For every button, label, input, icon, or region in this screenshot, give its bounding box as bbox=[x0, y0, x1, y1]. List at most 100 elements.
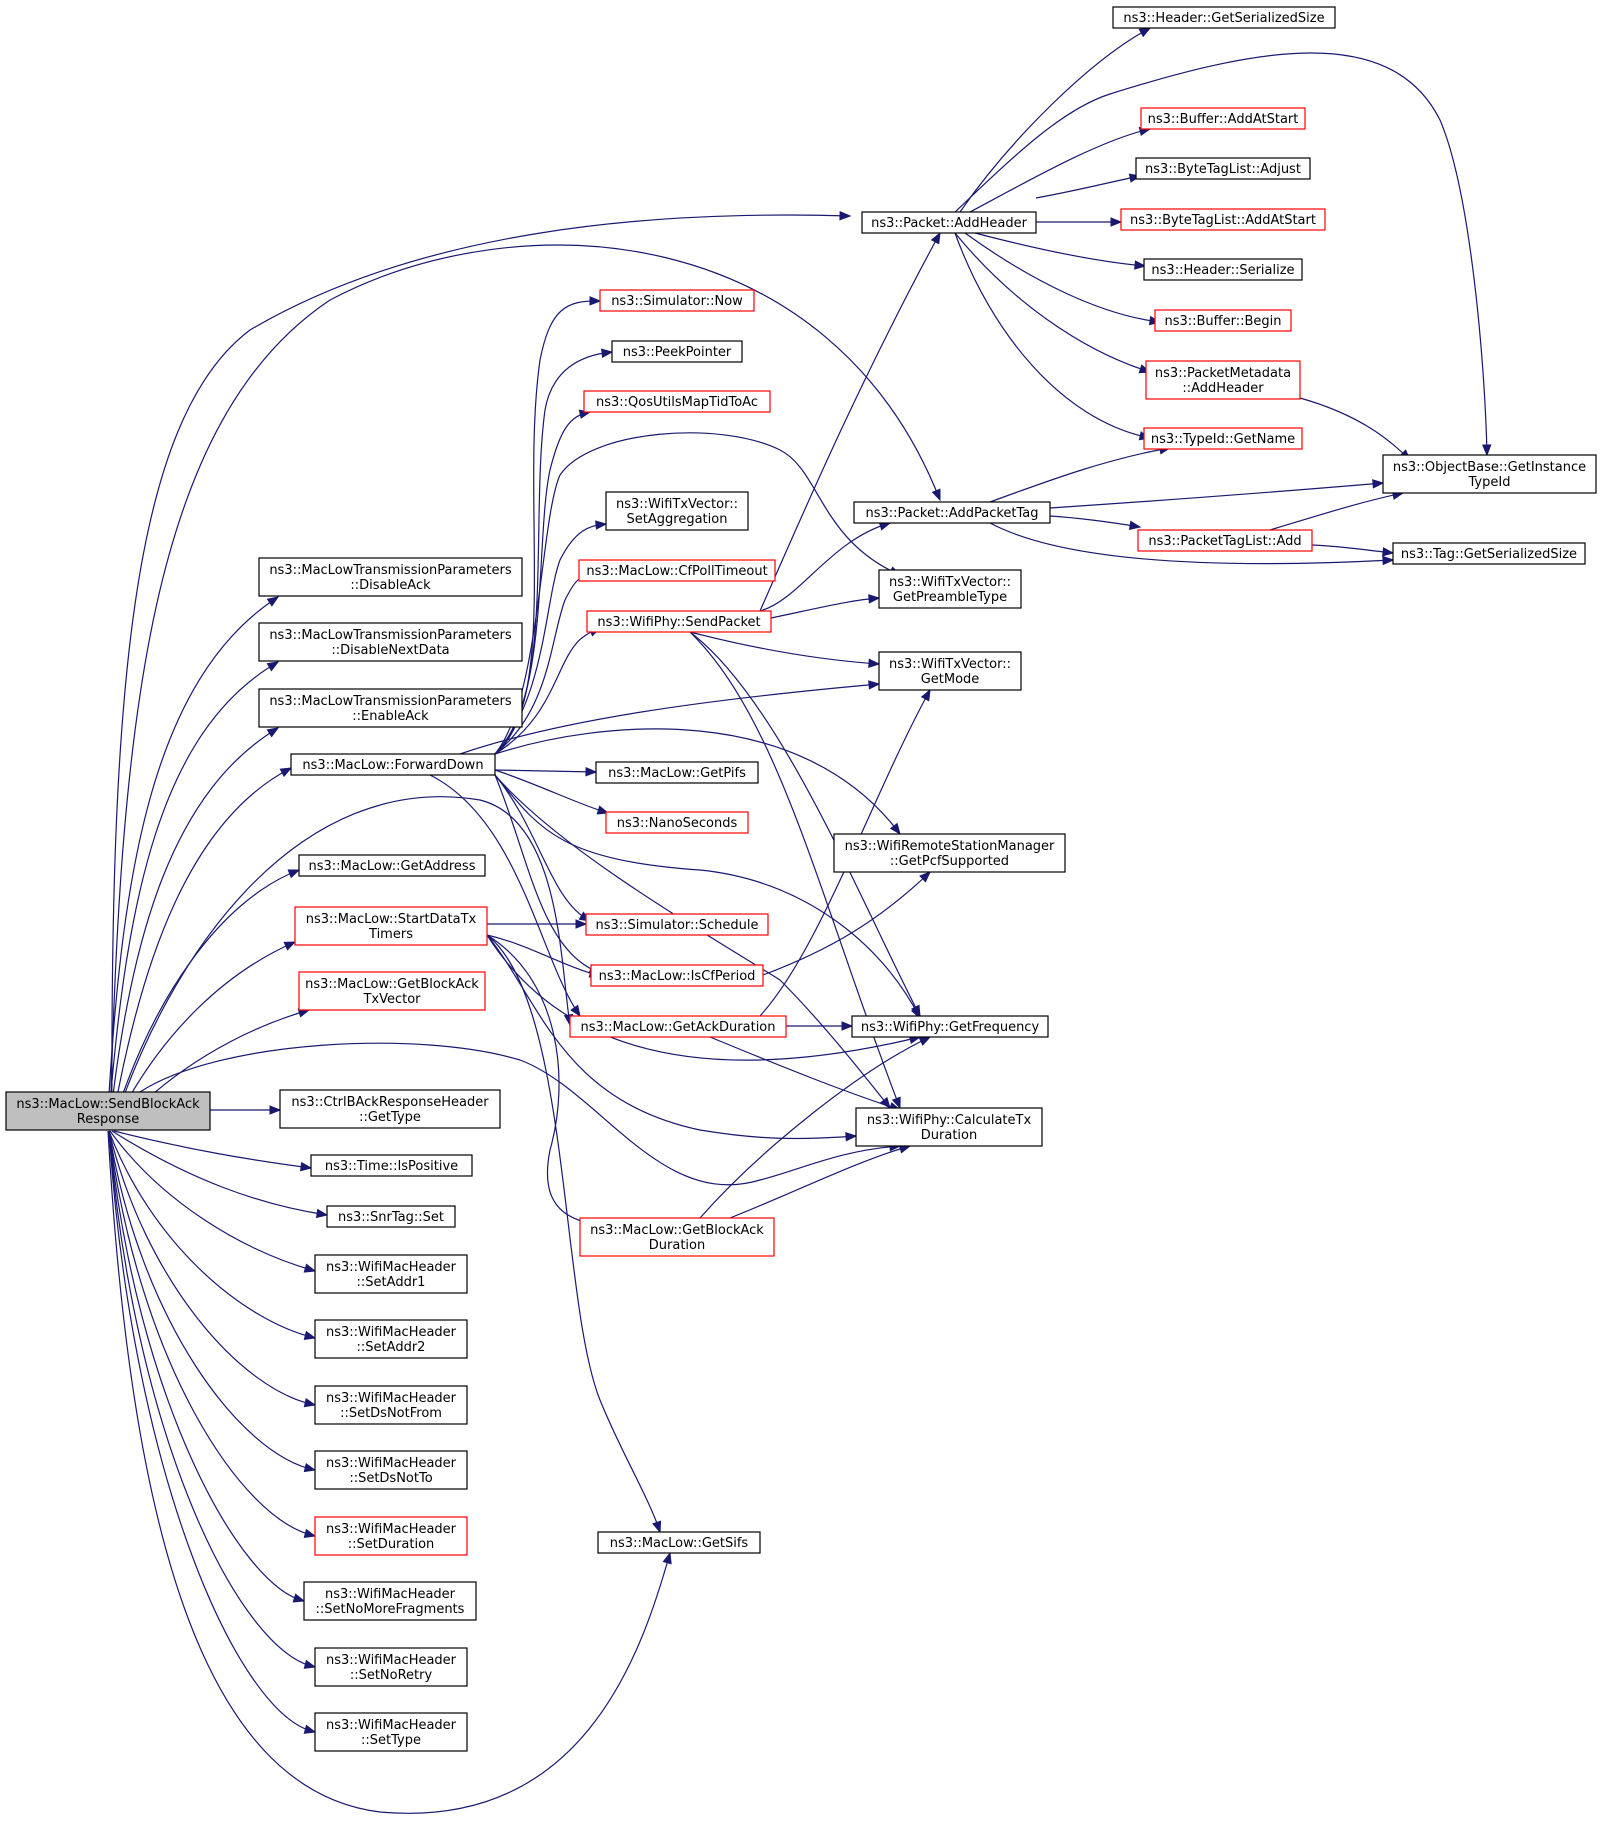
node-getmode[interactable]: ns3::WifiTxVector::GetMode bbox=[878, 651, 1022, 691]
node-setnomorefragments[interactable]: ns3::WifiMacHeader::SetNoMoreFragments bbox=[303, 1581, 477, 1621]
node-getfrequency[interactable]: ns3::WifiPhy::GetFrequency bbox=[851, 1015, 1049, 1038]
edge-forwarddown-to-getpcfsupported bbox=[494, 728, 901, 836]
node-ispositive[interactable]: ns3::Time::IsPositive bbox=[310, 1154, 473, 1177]
node-disablenextdata[interactable]: ns3::MacLowTransmissionParameters::Disab… bbox=[258, 622, 523, 662]
edge-line bbox=[954, 232, 1151, 373]
node-getackduration[interactable]: ns3::MacLow::GetAckDuration bbox=[569, 1015, 787, 1038]
node-getpcfsupported[interactable]: ns3::WifiRemoteStationManager::GetPcfSup… bbox=[833, 833, 1066, 873]
node-setaggregation[interactable]: ns3::WifiTxVector::SetAggregation bbox=[605, 491, 749, 531]
node-sendpacket[interactable]: ns3::WifiPhy::SendPacket bbox=[586, 610, 772, 633]
edge-line bbox=[959, 27, 1151, 213]
node-box bbox=[1137, 529, 1313, 552]
node-getsifs[interactable]: ns3::MacLow::GetSifs bbox=[597, 1531, 761, 1554]
node-iscfperiod[interactable]: ns3::MacLow::IsCfPeriod bbox=[590, 964, 764, 987]
node-forwarddown[interactable]: ns3::MacLow::ForwardDown bbox=[290, 753, 496, 776]
node-box bbox=[294, 906, 488, 946]
node-simulator_now[interactable]: ns3::Simulator::Now bbox=[599, 289, 755, 312]
edge-root-to-getsifs bbox=[107, 1130, 672, 1814]
node-peekpointer[interactable]: ns3::PeekPointer bbox=[611, 340, 743, 363]
node-setaddr2[interactable]: ns3::WifiMacHeader::SetAddr2 bbox=[314, 1319, 468, 1359]
edge-forwarddown-to-getackduration bbox=[429, 774, 581, 1018]
edge-line bbox=[1311, 544, 1394, 554]
arrowhead bbox=[910, 1004, 921, 1018]
node-packettaglist_add[interactable]: ns3::PacketTagList::Add bbox=[1137, 529, 1313, 552]
node-label: ns3::MacLow::GetPifs bbox=[608, 766, 746, 781]
node-box bbox=[279, 1089, 501, 1129]
edge-root-to-calculatetx bbox=[139, 1042, 902, 1186]
arrowhead bbox=[845, 1131, 858, 1142]
node-snrset[interactable]: ns3::SnrTag::Set bbox=[326, 1205, 456, 1228]
node-buffer_addatstart[interactable]: ns3::Buffer::AddAtStart bbox=[1140, 107, 1306, 130]
node-setaddr1[interactable]: ns3::WifiMacHeader::SetAddr1 bbox=[314, 1254, 468, 1294]
node-packetmetadata_addheader[interactable]: ns3::PacketMetadata::AddHeader bbox=[1145, 360, 1301, 400]
node-box bbox=[605, 811, 749, 834]
node-tag_getserializedsize[interactable]: ns3::Tag::GetSerializedSize bbox=[1392, 542, 1586, 565]
arrowhead bbox=[1482, 444, 1492, 457]
node-schedule[interactable]: ns3::Simulator::Schedule bbox=[585, 913, 769, 936]
edge-addpackettag-to-typeid_getname bbox=[989, 445, 1172, 503]
edge-root-to-getackduration bbox=[111, 796, 574, 1131]
node-label: ns3::PeekPointer bbox=[623, 345, 732, 360]
node-getpreambletype[interactable]: ns3::WifiTxVector::GetPreambleType bbox=[878, 569, 1022, 609]
node-bytetaglist_addatstart[interactable]: ns3::ByteTagList::AddAtStart bbox=[1120, 208, 1326, 231]
arrowhead bbox=[839, 210, 852, 221]
node-setnoretry[interactable]: ns3::WifiMacHeader::SetNoRetry bbox=[314, 1647, 468, 1687]
edge-line bbox=[108, 1130, 316, 1339]
edge-forwarddown-to-setaggregation bbox=[494, 520, 608, 755]
node-addheader[interactable]: ns3::Packet::AddHeader bbox=[861, 211, 1037, 234]
arrowhead bbox=[868, 658, 881, 668]
node-disableack[interactable]: ns3::MacLowTransmissionParameters::Disab… bbox=[258, 557, 523, 597]
node-box bbox=[1135, 157, 1311, 180]
node-getpifs[interactable]: ns3::MacLow::GetPifs bbox=[595, 761, 759, 784]
edge-line bbox=[494, 523, 607, 755]
arrowhead bbox=[269, 1105, 282, 1115]
node-label: ns3::WifiTxVector:: bbox=[889, 575, 1011, 590]
node-buffer_begin[interactable]: ns3::Buffer::Begin bbox=[1154, 309, 1292, 332]
arrowhead bbox=[930, 231, 941, 245]
edge-packettaglist_add-to-getinstancetypeid bbox=[1269, 490, 1405, 531]
node-addpackettag[interactable]: ns3::Packet::AddPacketTag bbox=[853, 501, 1051, 524]
node-setduration[interactable]: ns3::WifiMacHeader::SetDuration bbox=[314, 1516, 468, 1556]
node-label: ns3::WifiPhy::CalculateTx bbox=[867, 1113, 1032, 1128]
node-getaddress[interactable]: ns3::MacLow::GetAddress bbox=[298, 854, 486, 877]
edge-packetmetadata_addheader-to-getinstancetypeid bbox=[1299, 397, 1411, 461]
node-label: ns3::WifiMacHeader bbox=[326, 1260, 457, 1275]
node-label: ns3::Packet::AddPacketTag bbox=[865, 506, 1038, 521]
node-qosutils[interactable]: ns3::QosUtilsMapTidToAc bbox=[583, 390, 771, 413]
node-header_serialize[interactable]: ns3::Header::Serialize bbox=[1143, 258, 1303, 281]
node-label: ns3::PacketTagList::Add bbox=[1148, 534, 1301, 549]
node-label: ns3::MacLow::GetSifs bbox=[610, 1536, 749, 1551]
node-nanoseconds[interactable]: ns3::NanoSeconds bbox=[605, 811, 749, 834]
edge-line bbox=[729, 1145, 911, 1219]
node-label: ns3::ObjectBase::GetInstance bbox=[1393, 460, 1586, 475]
node-gettype[interactable]: ns3::CtrlBAckResponseHeader::GetType bbox=[279, 1089, 501, 1129]
node-bytetaglist_adjust[interactable]: ns3::ByteTagList::Adjust bbox=[1135, 157, 1311, 180]
arrowhead bbox=[920, 688, 931, 702]
node-cfpolltimeout[interactable]: ns3::MacLow::CfPollTimeout bbox=[578, 559, 776, 582]
edge-root-to-enableack bbox=[108, 727, 280, 1131]
node-label: ns3::PacketMetadata bbox=[1155, 366, 1291, 381]
edge-sendpacket-to-getfrequency bbox=[689, 631, 921, 1018]
node-settype[interactable]: ns3::WifiMacHeader::SetType bbox=[314, 1712, 468, 1752]
node-box bbox=[314, 1319, 468, 1359]
node-typeid_getname[interactable]: ns3::TypeId::GetName bbox=[1143, 427, 1303, 450]
node-header_getserializedsize[interactable]: ns3::Header::GetSerializedSize bbox=[1112, 6, 1336, 29]
node-label: ns3::WifiMacHeader bbox=[326, 1391, 457, 1406]
edge-sendpacket-to-addpackettag bbox=[759, 521, 892, 612]
edge-addheader-to-header_serialize bbox=[974, 232, 1147, 270]
edge-line bbox=[108, 1130, 305, 1602]
node-setdsnotfrom[interactable]: ns3::WifiMacHeader::SetDsNotFrom bbox=[314, 1385, 468, 1425]
edge-line bbox=[1035, 175, 1141, 199]
node-enableack[interactable]: ns3::MacLowTransmissionParameters::Enabl… bbox=[258, 688, 523, 728]
edge-iscfperiod-to-getpcfsupported bbox=[762, 871, 931, 976]
edge-root-to-addpackettag bbox=[109, 244, 941, 1131]
edge-root-to-setaddr2 bbox=[108, 1130, 317, 1340]
node-setdsnotto[interactable]: ns3::WifiMacHeader::SetDsNotTo bbox=[314, 1450, 468, 1490]
edge-line bbox=[108, 727, 279, 1131]
